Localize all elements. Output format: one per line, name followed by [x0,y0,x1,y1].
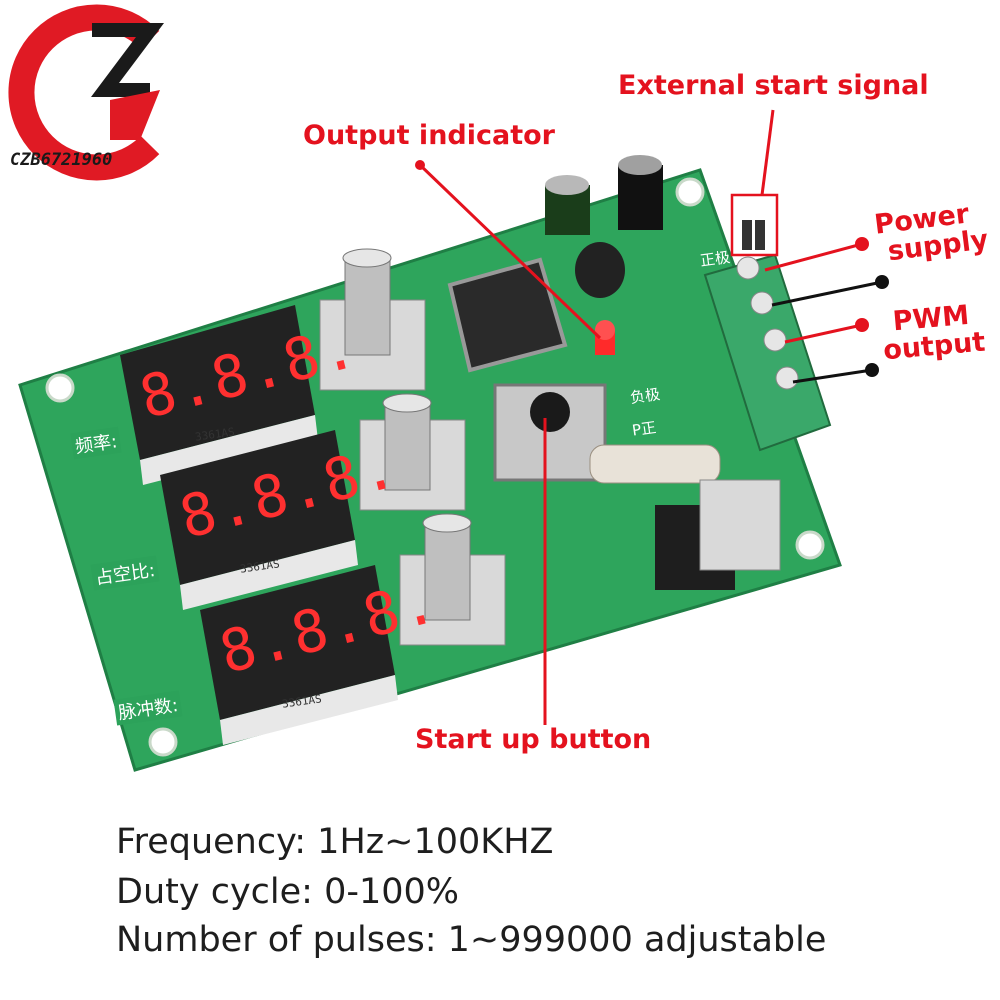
pwm-output-callout: PWM output [880,300,986,366]
pwm-negative-dot [865,363,879,377]
microcontroller-chip [447,257,568,373]
encoder-knob-3 [399,513,506,646]
capacitor-2 [618,155,663,230]
encoder-knob-1 [319,248,426,391]
external-start-header [742,220,765,250]
power-negative-dot [875,275,889,289]
encoder-knob-2 [359,393,466,511]
power-resistor [589,444,721,484]
power-transistor [655,479,781,590]
output-indicator-dot [415,160,425,170]
output-indicator-callout: Output indicator [303,120,555,151]
spec-frequency: Frequency: 1Hz~100KHZ [116,822,554,862]
display-pulses [200,565,398,745]
display-duty [160,430,358,610]
spec-duty-cycle: Duty cycle: 0-100% [116,872,460,912]
brand-logo-text: CZB6721960 [10,150,113,170]
start-up-button-callout: Start up button [415,724,652,755]
callout-lines [418,109,863,725]
p-positive-label: P正 [630,418,658,440]
czb-logo-mark [8,4,164,181]
power-positive-dot [855,237,869,251]
positive-label: 正极 [698,247,732,270]
terminal-block [703,253,832,452]
capacitor-1 [545,175,590,235]
negative-label: 负极 [628,384,662,407]
spec-pulses: Number of pulses: 1~999000 adjustable [116,920,827,960]
pwm-positive-dot [855,318,869,332]
callout-lines-dark [771,280,883,384]
power-supply-callout: Power supply [873,198,990,267]
inductor [575,242,625,298]
start-up-button-part [493,383,607,482]
display-frequency [120,305,318,485]
external-start-signal-callout: External start signal [618,70,929,101]
